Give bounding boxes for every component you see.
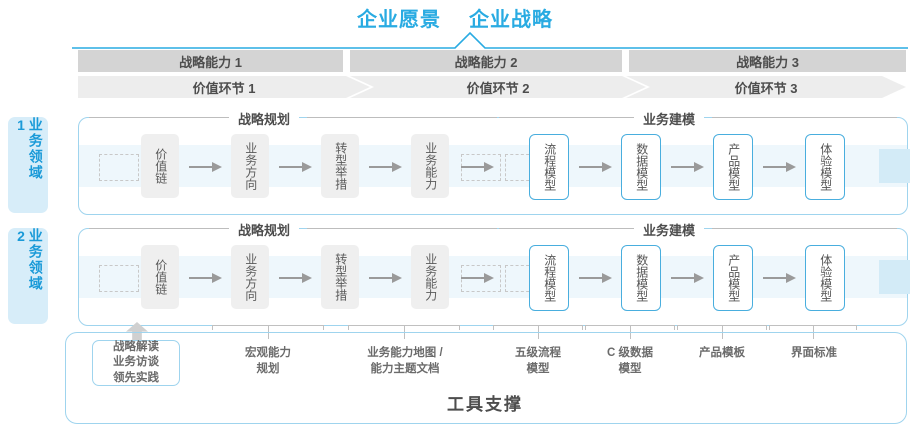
header-bars: 战略能力 1 战略能力 2 战略能力 3 价值环节 1 价值环节 2 价值环节 … xyxy=(78,50,906,98)
row-1-arrow-2 xyxy=(279,162,313,172)
row-2-arrow-5 xyxy=(579,273,613,283)
side-label-domain-1: 业务领域 1 xyxy=(8,117,48,213)
row-2-node-3: 转型举措 xyxy=(321,245,359,309)
bottom-label-6: 界面标准 xyxy=(791,347,837,359)
row-1-arrow-1 xyxy=(189,162,223,172)
value-link-cell-1: 价值环节 1 xyxy=(78,76,370,98)
row-2-node-1: 价值链 xyxy=(141,245,179,309)
title-enterprise-vision: 企业愿景 xyxy=(357,8,441,31)
row-1-arrow-3 xyxy=(369,162,403,172)
capability-cell-2: 战略能力 2 xyxy=(350,50,622,72)
tool-box-strategy-inputs: 战略解读业务访谈领先实践 xyxy=(92,340,180,386)
row-1-right-title: 业务建模 xyxy=(634,109,705,127)
row-2-node-6: 数据模型 xyxy=(621,245,661,311)
row-2-placeholder-1 xyxy=(99,265,139,292)
row-1-node-3: 转型举措 xyxy=(321,134,359,198)
row-2-node-5: 流程模型 xyxy=(529,245,569,311)
row-2-arrow-6 xyxy=(671,273,705,283)
row-2-arrow-7 xyxy=(763,273,797,283)
capability-cell-1: 战略能力 1 xyxy=(78,50,343,72)
row-2-left-title: 战略规划 xyxy=(229,220,300,238)
row-2-arrow-1 xyxy=(189,273,223,283)
side-label-domain-2-text: 业务领域 2 xyxy=(13,228,44,292)
value-link-cell-2: 价值环节 2 xyxy=(350,76,646,98)
row-1-arrow-6 xyxy=(671,162,705,172)
row-1-node-2: 业务方向 xyxy=(231,134,269,198)
tool-support-title: 工具支撑 xyxy=(447,395,523,414)
value-link-cell-3: 价值环节 3 xyxy=(626,76,906,98)
domain-row-1: 战略规划 业务建模 价值链 业务方向 转型举措 业务能力 流程模型 数据模型 产… xyxy=(78,109,910,215)
row-1-node-5: 流程模型 xyxy=(529,134,569,200)
row-1-node-4: 业务能力 xyxy=(411,134,449,198)
row-2-node-4: 业务能力 xyxy=(411,245,449,309)
row-2-node-8: 体验模型 xyxy=(805,245,845,311)
side-label-domain-1-text: 业务领域 1 xyxy=(13,117,44,181)
row-1-node-8: 体验模型 xyxy=(805,134,845,200)
title-connector-line xyxy=(72,31,908,49)
bottom-label-2: 业务能力地图 /能力主题文档 xyxy=(367,347,443,375)
row-1-arrow-5 xyxy=(579,162,613,172)
bottom-label-4: C 级数据模型 xyxy=(607,347,653,375)
bottom-label-3: 五级流程模型 xyxy=(515,347,561,375)
bottom-label-1: 宏观能力规划 xyxy=(245,347,291,375)
top-titles: 企业愿景 企业战略 xyxy=(0,4,910,31)
tool-support-container xyxy=(65,332,907,424)
capability-cell-3: 战略能力 3 xyxy=(629,50,906,72)
row-1-arrow-7 xyxy=(763,162,797,172)
row-2-right-title: 业务建模 xyxy=(634,220,705,238)
row-1-left-title: 战略规划 xyxy=(229,109,300,127)
domain-row-2: 战略规划 业务建模 价值链 业务方向 转型举措 业务能力 流程模型 数据模型 产… xyxy=(78,220,910,326)
row-2-flow-arrow-icon xyxy=(879,244,910,310)
row-1-node-1: 价值链 xyxy=(141,134,179,198)
row-1-flow-arrow-icon xyxy=(879,133,910,199)
capability-bar: 战略能力 1 战略能力 2 战略能力 3 xyxy=(78,50,906,72)
row-1-node-7: 产品模型 xyxy=(713,134,753,200)
row-1-placeholder-1 xyxy=(99,154,139,181)
row-2-arrow-2 xyxy=(279,273,313,283)
row-1-node-6: 数据模型 xyxy=(621,134,661,200)
row-1-arrow-4 xyxy=(461,162,495,172)
row-2-arrow-4 xyxy=(461,273,495,283)
row-2-arrow-3 xyxy=(369,273,403,283)
title-enterprise-strategy: 企业战略 xyxy=(469,8,553,31)
row-2-node-7: 产品模型 xyxy=(713,245,753,311)
bottom-label-5: 产品模板 xyxy=(699,347,745,359)
side-label-domain-2: 业务领域 2 xyxy=(8,228,48,324)
row-2-node-2: 业务方向 xyxy=(231,245,269,309)
value-link-bar: 价值环节 1 价值环节 2 价值环节 3 xyxy=(78,76,906,98)
